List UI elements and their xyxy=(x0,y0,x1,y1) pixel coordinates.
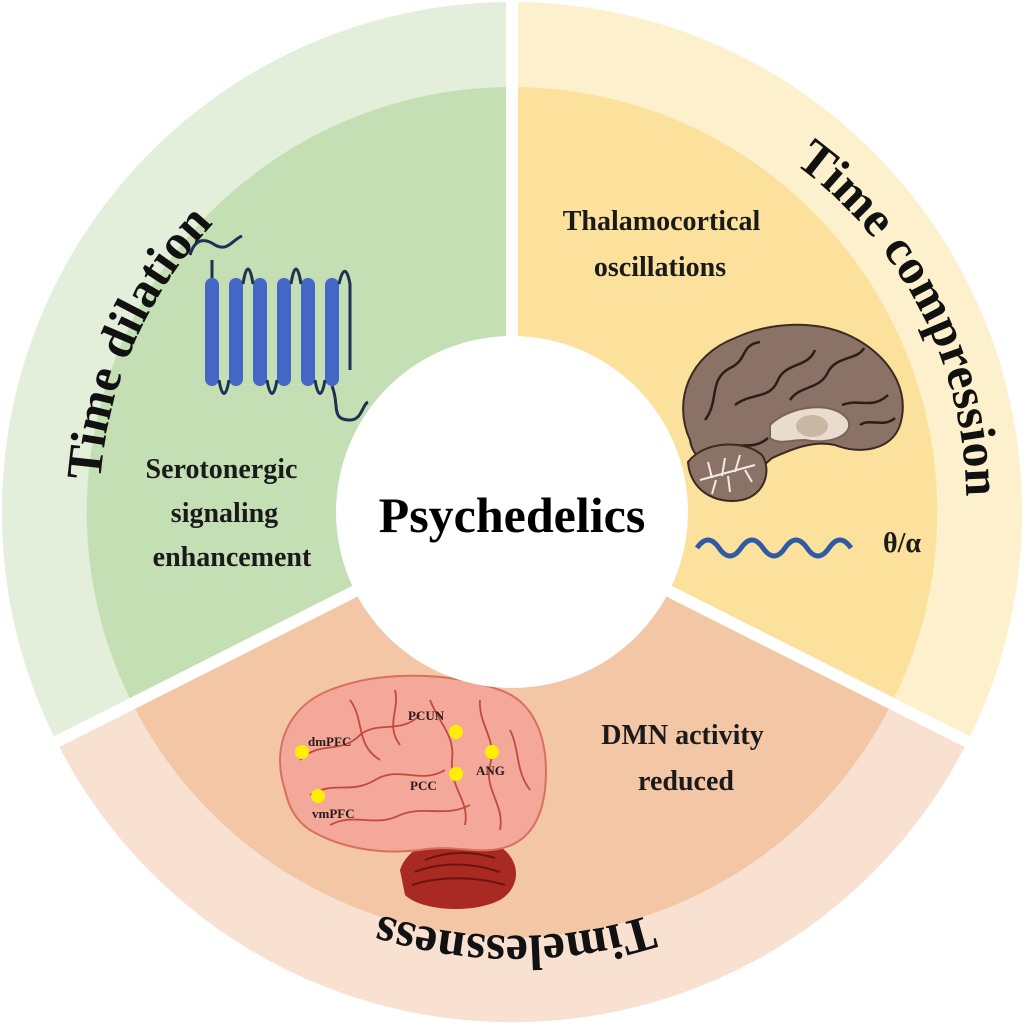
dmn-brain-gyri xyxy=(299,689,531,831)
dilation-line-3: enhancement xyxy=(153,542,312,573)
ang-dot xyxy=(485,745,499,759)
pcun-dot xyxy=(449,725,463,739)
theta-alpha-label: θ/α xyxy=(883,528,921,559)
region-label-pcun: PCUN xyxy=(408,708,445,723)
compression-line-1: Thalamocortical xyxy=(563,206,761,237)
dmpfc-dot xyxy=(295,745,309,759)
dilation-line-2: signaling xyxy=(171,498,278,529)
brain-sagittal-icon xyxy=(682,323,904,502)
vmpfc-dot xyxy=(311,789,325,803)
brain-lateral-icon xyxy=(279,674,547,910)
region-label-ang: ANG xyxy=(476,763,505,778)
center-circle xyxy=(336,336,688,688)
region-label-pcc: PCC xyxy=(410,778,437,793)
compression-line-2: oscillations xyxy=(594,252,726,283)
gpcr-receptor-icon xyxy=(188,234,369,422)
region-label-vmpfc: vmPFC xyxy=(312,806,355,821)
timelessness-text: DMN activity reduced xyxy=(601,720,771,797)
arbor-vitae xyxy=(699,454,756,495)
dmn-region-dots xyxy=(295,725,499,803)
timelessness-line-2: reduced xyxy=(638,766,734,797)
region-label-dmpfc: dmPFC xyxy=(308,734,351,749)
compression-text: Thalamocortical oscillations xyxy=(563,206,768,283)
dilation-line-1: Serotonergic xyxy=(146,454,298,485)
theta-alpha-wave xyxy=(694,537,854,559)
timelessness-line-1: DMN activity xyxy=(601,720,764,751)
center-label: Psychedelics xyxy=(379,487,646,543)
pcc-dot xyxy=(449,767,463,781)
dilation-text: Serotonergic signaling enhancement xyxy=(146,454,312,573)
